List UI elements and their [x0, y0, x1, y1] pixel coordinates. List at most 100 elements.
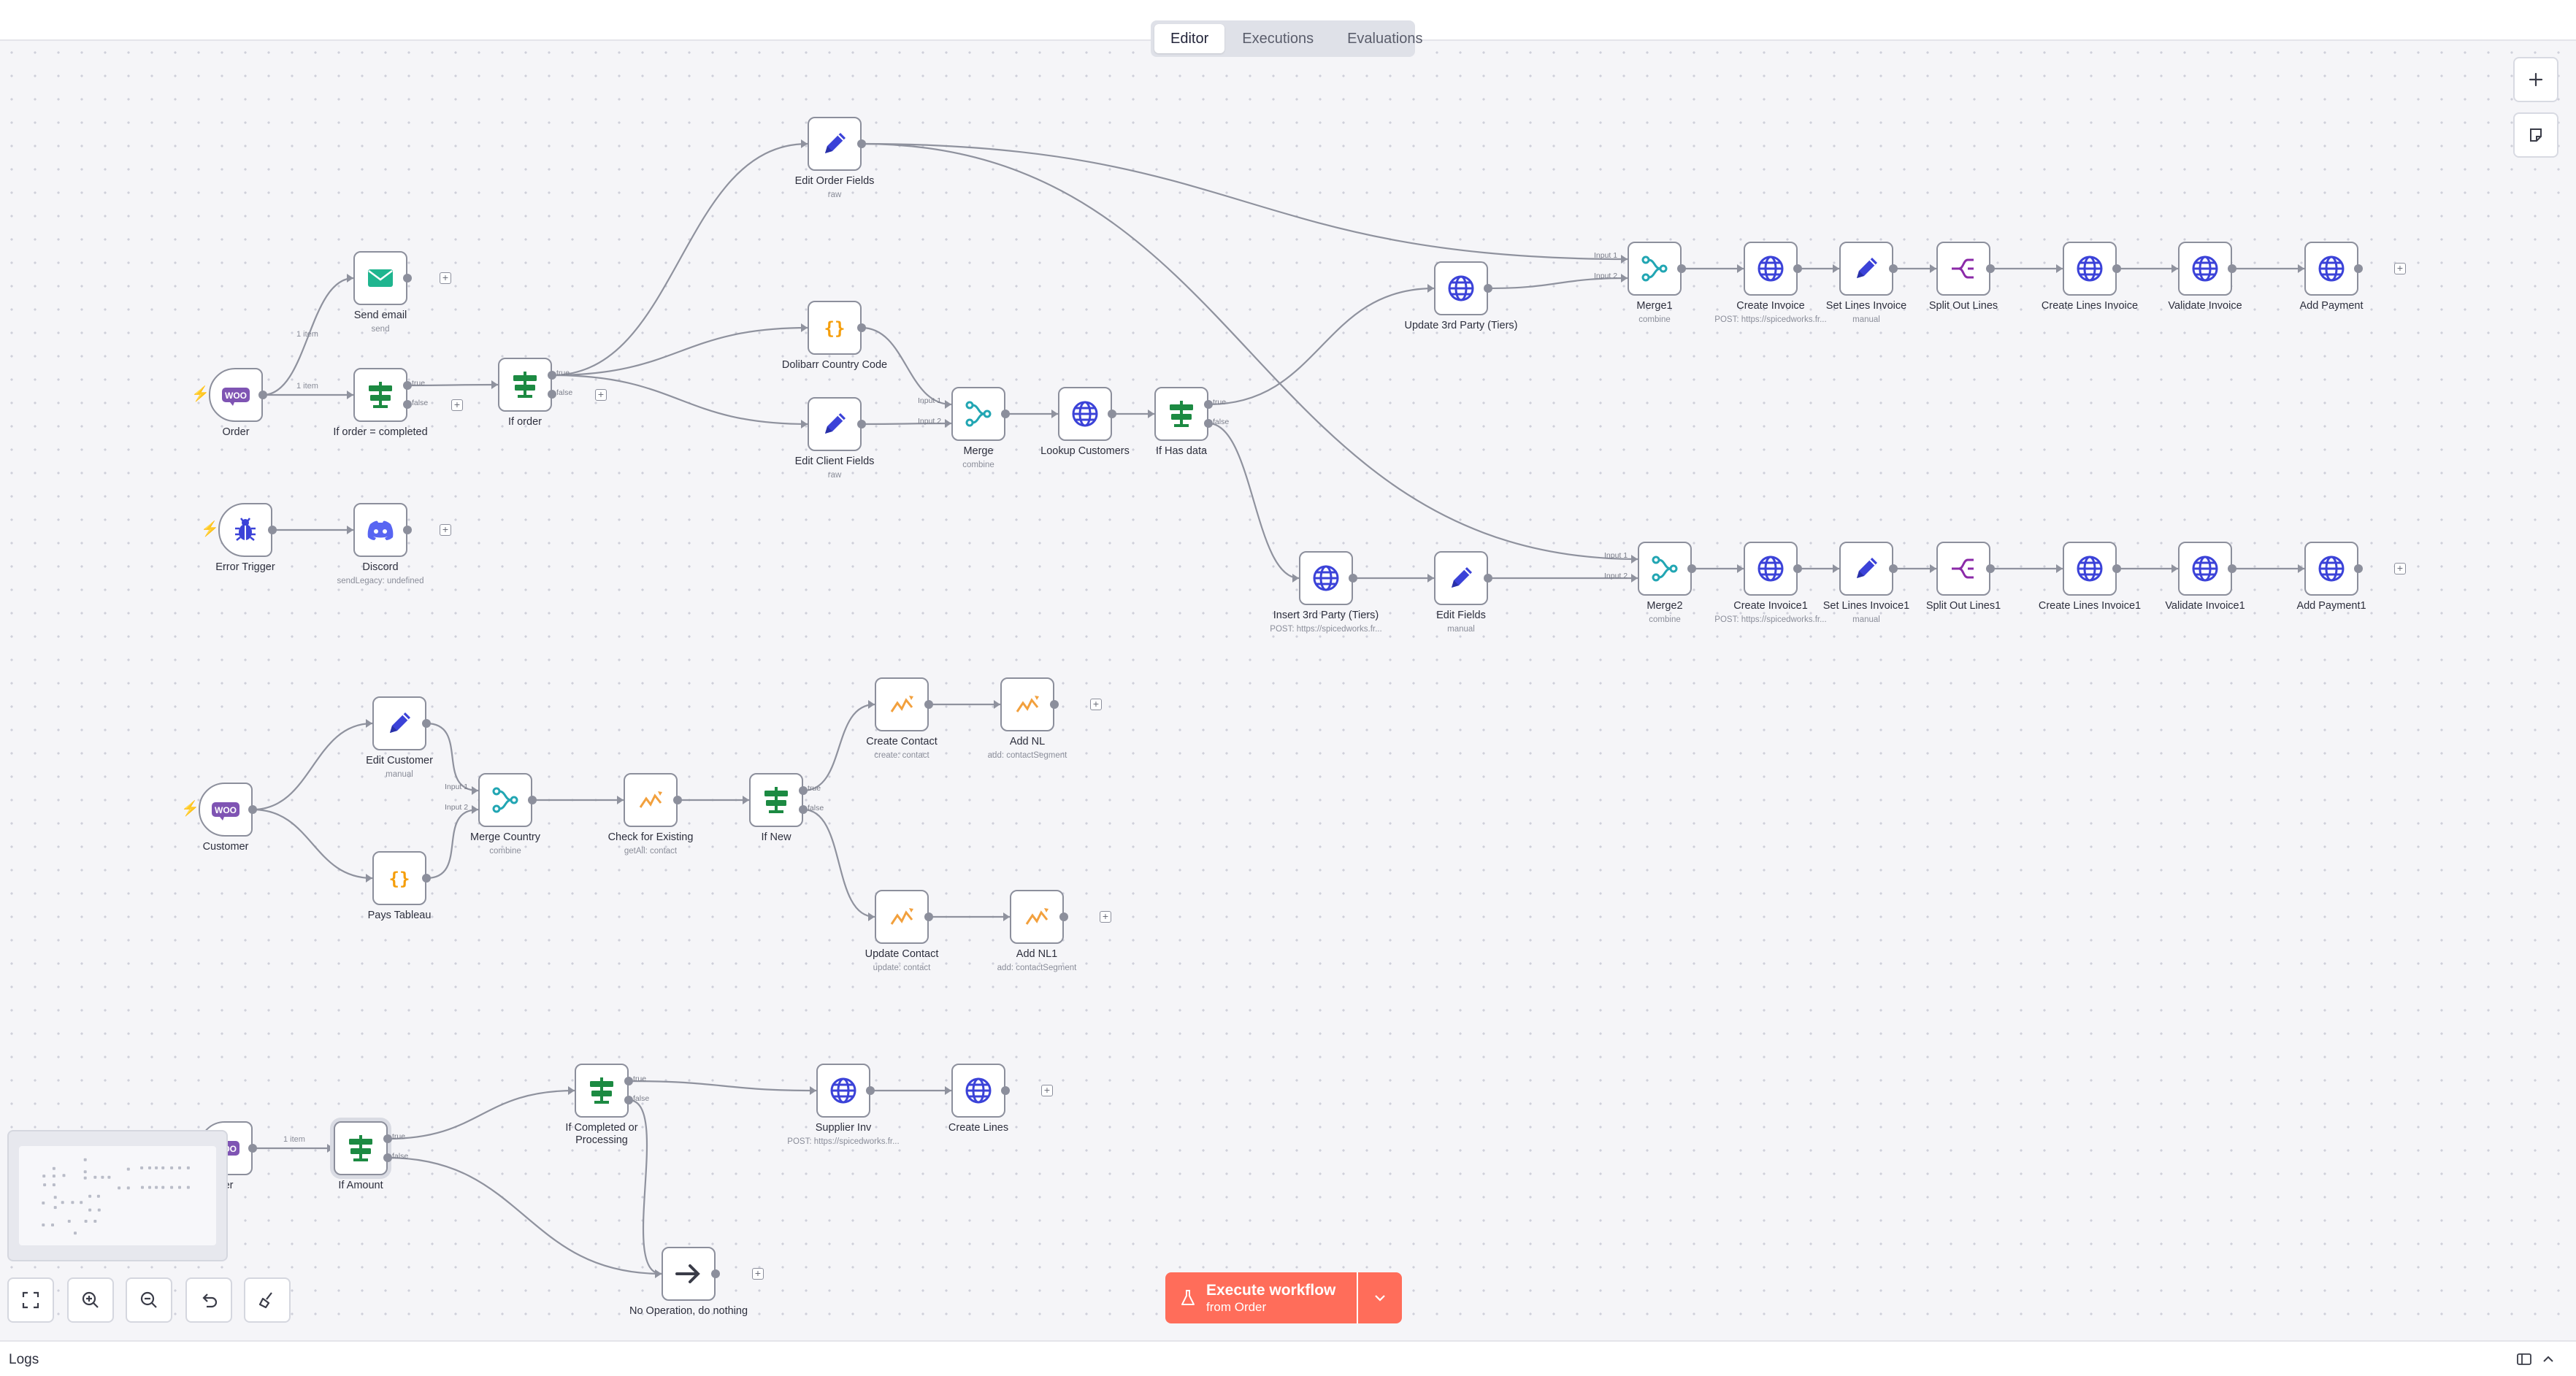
- node-create-lines1[interactable]: [2063, 542, 2117, 596]
- output-handle[interactable]: [528, 796, 537, 804]
- node-discord[interactable]: [353, 503, 407, 557]
- output-handle[interactable]: [624, 1077, 633, 1085]
- output-handle[interactable]: [1204, 419, 1213, 428]
- output-handle[interactable]: [1687, 564, 1696, 573]
- output-handle[interactable]: [1793, 264, 1802, 273]
- output-handle[interactable]: [2112, 264, 2121, 273]
- node-lookup[interactable]: [1058, 387, 1112, 441]
- reset-zoom-button[interactable]: [185, 1277, 232, 1323]
- output-handle[interactable]: [1349, 574, 1357, 583]
- tidy-up-button[interactable]: [244, 1277, 291, 1323]
- output-handle[interactable]: [673, 796, 682, 804]
- node-dolibarr[interactable]: {}: [808, 301, 862, 355]
- node-update3[interactable]: [1434, 261, 1488, 315]
- output-handle[interactable]: [857, 323, 866, 332]
- node-create-contact[interactable]: [875, 677, 929, 731]
- output-handle[interactable]: [1001, 410, 1010, 418]
- output-handle[interactable]: [1986, 564, 1995, 573]
- output-handle[interactable]: [1986, 264, 1995, 273]
- node-if-order[interactable]: [498, 358, 552, 412]
- node-create-inv1[interactable]: [1744, 542, 1798, 596]
- add-node-button[interactable]: [2513, 57, 2558, 102]
- node-split1[interactable]: [1936, 542, 1990, 596]
- node-merge-country[interactable]: [478, 773, 532, 827]
- add-node-plus[interactable]: +: [1090, 699, 1102, 710]
- node-supplier[interactable]: [816, 1064, 870, 1118]
- output-handle[interactable]: [403, 400, 412, 409]
- node-if-has[interactable]: [1154, 387, 1208, 441]
- zoom-in-button[interactable]: [67, 1277, 114, 1323]
- node-create-lines[interactable]: [2063, 242, 2117, 296]
- node-merge2[interactable]: [1638, 542, 1692, 596]
- output-handle[interactable]: [711, 1269, 720, 1278]
- tab-evaluations[interactable]: Evaluations: [1347, 31, 1423, 47]
- node-add-pay1[interactable]: [2304, 542, 2358, 596]
- node-set-lines[interactable]: [1839, 242, 1893, 296]
- output-handle[interactable]: [258, 391, 267, 399]
- zoom-to-fit-button[interactable]: [7, 1277, 54, 1323]
- logs-panel-bar[interactable]: Logs: [0, 1340, 2576, 1376]
- node-validate1[interactable]: [2178, 542, 2232, 596]
- output-handle[interactable]: [2228, 264, 2236, 273]
- node-edit-order[interactable]: [808, 117, 862, 171]
- output-handle[interactable]: [857, 420, 866, 428]
- add-node-plus[interactable]: +: [440, 524, 451, 536]
- output-handle[interactable]: [924, 912, 933, 921]
- node-add-pay[interactable]: [2304, 242, 2358, 296]
- add-node-plus[interactable]: +: [1100, 911, 1111, 923]
- add-node-plus[interactable]: +: [1041, 1085, 1053, 1096]
- node-edit-customer[interactable]: [372, 696, 426, 750]
- node-if-cp[interactable]: [575, 1064, 629, 1118]
- add-node-plus[interactable]: +: [752, 1268, 764, 1280]
- node-create-lines2[interactable]: [951, 1064, 1005, 1118]
- output-handle[interactable]: [1108, 410, 1116, 418]
- output-handle[interactable]: [924, 700, 933, 709]
- add-node-plus[interactable]: +: [2394, 563, 2406, 574]
- execute-options-dropdown[interactable]: [1357, 1272, 1402, 1323]
- add-node-plus[interactable]: +: [440, 272, 451, 284]
- node-check-existing[interactable]: [624, 773, 678, 827]
- node-merge[interactable]: [951, 387, 1005, 441]
- output-handle[interactable]: [624, 1096, 633, 1104]
- output-handle[interactable]: [548, 390, 556, 399]
- output-handle[interactable]: [248, 1144, 257, 1153]
- node-if-new[interactable]: [749, 773, 803, 827]
- add-node-plus[interactable]: +: [595, 389, 607, 401]
- node-insert3[interactable]: [1299, 551, 1353, 605]
- output-handle[interactable]: [799, 786, 808, 795]
- chevron-up-icon[interactable]: [2541, 1353, 2556, 1365]
- tab-executions[interactable]: Executions: [1242, 31, 1314, 47]
- add-node-plus[interactable]: +: [451, 399, 463, 411]
- node-error-trigger[interactable]: [218, 503, 272, 557]
- sticky-note-button[interactable]: [2513, 112, 2558, 158]
- output-handle[interactable]: [1484, 574, 1492, 583]
- output-handle[interactable]: [248, 805, 257, 814]
- node-if-amount[interactable]: [334, 1121, 388, 1175]
- output-handle[interactable]: [799, 805, 808, 814]
- zoom-out-button[interactable]: [126, 1277, 172, 1323]
- output-handle[interactable]: [548, 371, 556, 380]
- node-order[interactable]: WOO: [209, 368, 263, 422]
- node-create-inv[interactable]: [1744, 242, 1798, 296]
- output-handle[interactable]: [422, 719, 431, 728]
- node-add-nl[interactable]: [1000, 677, 1054, 731]
- minimap[interactable]: [7, 1130, 228, 1261]
- node-customer[interactable]: WOO: [199, 783, 253, 837]
- output-handle[interactable]: [1793, 564, 1802, 573]
- output-handle[interactable]: [383, 1153, 392, 1162]
- output-handle[interactable]: [403, 274, 412, 282]
- output-handle[interactable]: [1204, 400, 1213, 409]
- output-handle[interactable]: [268, 526, 277, 534]
- add-node-plus[interactable]: +: [2394, 263, 2406, 274]
- output-handle[interactable]: [1889, 264, 1898, 273]
- output-handle[interactable]: [422, 874, 431, 883]
- output-handle[interactable]: [1001, 1086, 1010, 1095]
- node-update-contact[interactable]: [875, 890, 929, 944]
- node-send-email[interactable]: [353, 251, 407, 305]
- node-if-completed[interactable]: [353, 368, 407, 422]
- node-add-nl1[interactable]: [1010, 890, 1064, 944]
- output-handle[interactable]: [383, 1134, 392, 1143]
- output-handle[interactable]: [1059, 912, 1068, 921]
- node-split[interactable]: [1936, 242, 1990, 296]
- node-noop[interactable]: [662, 1247, 716, 1301]
